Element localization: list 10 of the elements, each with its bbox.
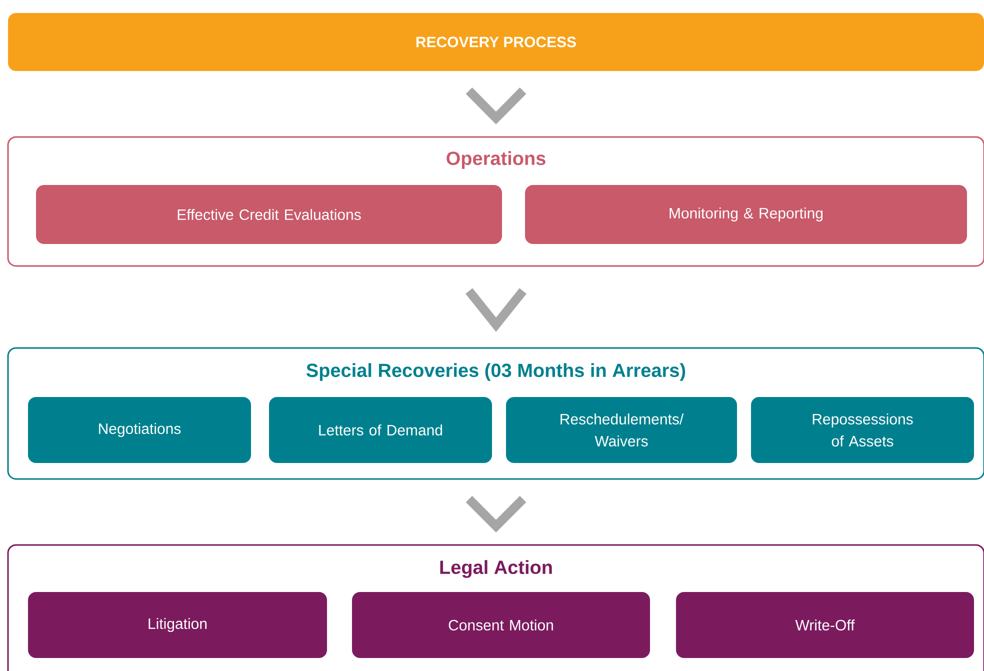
step-box: Effective Credit Evaluations: [36, 185, 502, 244]
step-box: Litigation: [28, 592, 327, 658]
step-box: Negotiations: [28, 397, 251, 463]
step-box: Letters of Demand: [269, 397, 492, 463]
step-box: Reschedulements/ Waivers: [506, 397, 737, 463]
step-box: Monitoring & Reporting: [525, 185, 967, 244]
step-box: Write-Off: [676, 592, 974, 658]
step-box: Consent Motion: [352, 592, 650, 658]
title-banner: RECOVERY PROCESS: [8, 13, 984, 71]
step-box: Repossessions of Assets: [751, 397, 974, 463]
